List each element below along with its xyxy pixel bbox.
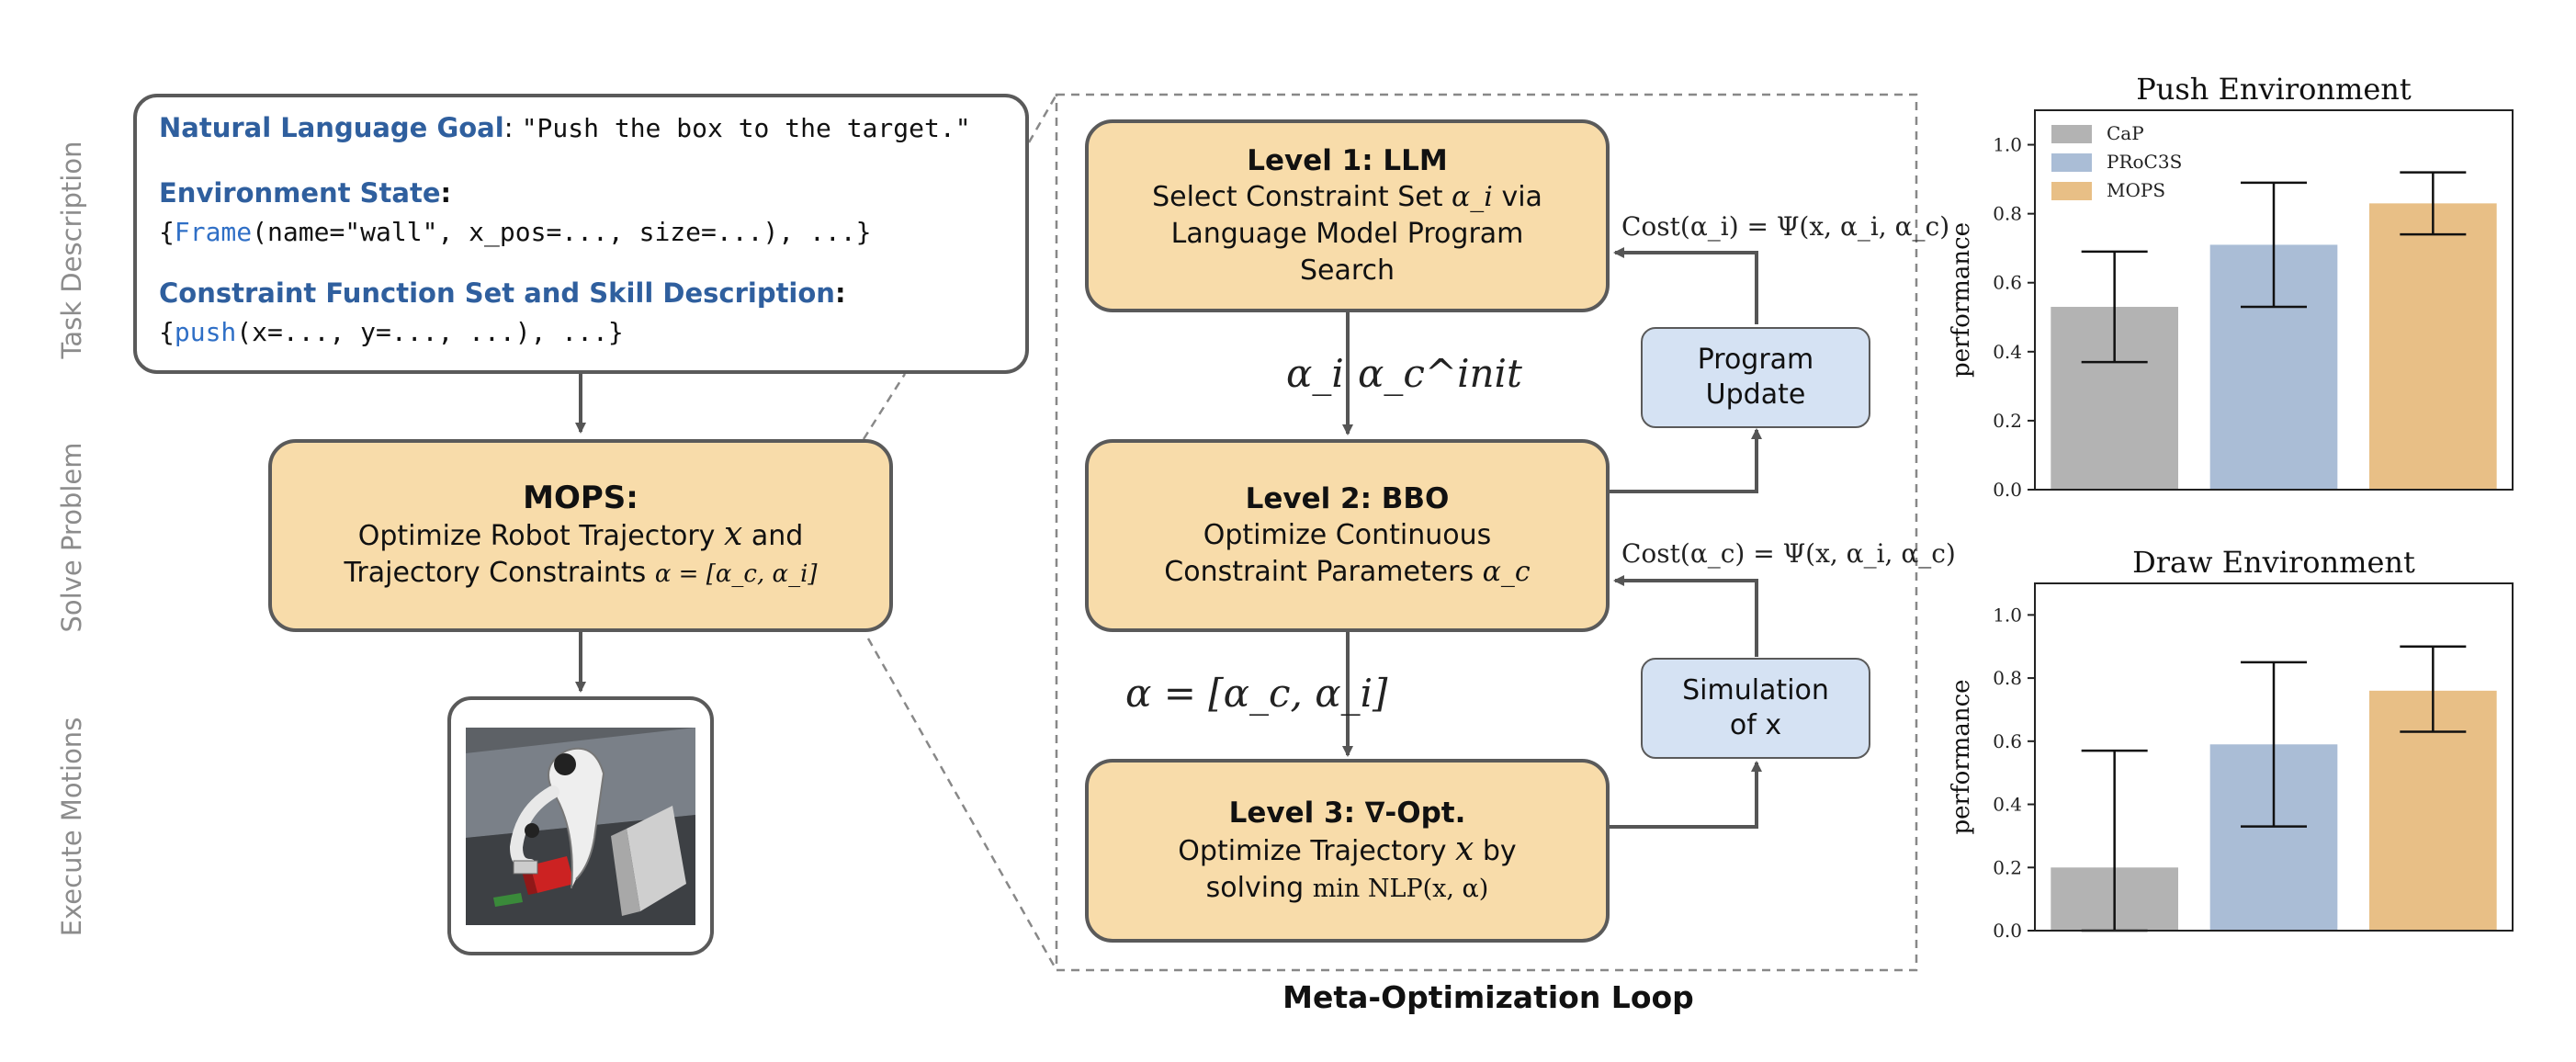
level1-line2: Language Model Program bbox=[1170, 218, 1524, 250]
y-tick-label: 0.8 bbox=[1993, 203, 2022, 225]
y-tick-label: 0.4 bbox=[1993, 794, 2022, 816]
chart-frame bbox=[2034, 109, 2514, 491]
goal-row: Natural Language Goal: "Push the box to … bbox=[159, 112, 971, 143]
y-tick-label: 0.6 bbox=[1993, 272, 2022, 294]
zoom-line-top bbox=[1027, 94, 1058, 143]
arrow-program-update-to-l1 bbox=[1613, 247, 1758, 324]
arrow-label-alpha-c-init: α_c^init bbox=[1358, 351, 1522, 396]
cost-label-top: Cost(α_i) = Ψ(x, α_i, α_c) bbox=[1621, 211, 1950, 242]
y-tick-label: 0.8 bbox=[1993, 667, 2022, 689]
level3-box: Level 3: ∇-Opt. Optimize Trajectory x by… bbox=[1085, 759, 1610, 943]
y-tick-label: 0.0 bbox=[1993, 920, 2022, 942]
level3-title: Level 3: ∇-Opt. bbox=[1228, 796, 1466, 830]
y-tick-label: 0.0 bbox=[1993, 479, 2022, 501]
chart-title: Draw Environment bbox=[2132, 545, 2415, 580]
goal-value: "Push the box to the target." bbox=[521, 113, 971, 143]
level1-line3: Search bbox=[1299, 254, 1395, 287]
program-update-line1: Program bbox=[1697, 344, 1814, 376]
mops-title: MOPS: bbox=[523, 479, 638, 516]
chart-frame bbox=[2034, 582, 2514, 932]
level1-title: Level 1: LLM bbox=[1247, 144, 1448, 177]
env-keyword: Frame bbox=[174, 217, 253, 247]
legend-swatch bbox=[2051, 125, 2092, 143]
zoom-line-top-inner bbox=[862, 373, 907, 440]
robot-image-frame bbox=[447, 696, 714, 955]
meta-loop-frame bbox=[1055, 93, 1918, 972]
legend-swatch bbox=[2051, 153, 2092, 172]
y-tick-label: 0.2 bbox=[1993, 410, 2022, 432]
simulation-line1: Simulation bbox=[1682, 674, 1829, 706]
legend-label: MOPS bbox=[2107, 179, 2165, 201]
legend-label: CaP bbox=[2107, 122, 2144, 144]
level2-line2: Constraint Parameters α_c bbox=[1164, 556, 1531, 588]
chart-ylabel: performance bbox=[1948, 222, 1975, 378]
mops-box: MOPS: Optimize Robot Trajectory x and Tr… bbox=[268, 439, 893, 632]
arrow-simulation-to-l2 bbox=[1613, 575, 1758, 657]
constraint-keyword: push bbox=[174, 317, 237, 347]
level2-title: Level 2: BBO bbox=[1245, 482, 1450, 515]
meta-loop-caption: Meta-Optimization Loop bbox=[1282, 979, 1694, 1015]
y-tick-label: 0.2 bbox=[1993, 856, 2022, 878]
simulation-line2: of x bbox=[1729, 709, 1782, 741]
y-tick-label: 1.0 bbox=[1993, 134, 2022, 156]
env-label: Environment State bbox=[159, 177, 441, 209]
arrow-label-alpha-i: α_i bbox=[1286, 351, 1344, 396]
level3-line2: solving min NLP(x, α) bbox=[1205, 871, 1489, 904]
constraint-rest: (x=..., y=..., ...), ...} bbox=[236, 317, 624, 347]
zoom-line-bottom bbox=[866, 638, 1058, 971]
chart-ylabel: performance bbox=[1948, 679, 1975, 834]
chart-title: Push Environment bbox=[2136, 72, 2412, 107]
env-label-row: Environment State: bbox=[159, 177, 452, 209]
robot-scene bbox=[466, 728, 695, 925]
mops-line2: Trajectory Constraints α = [α_c, α_i] bbox=[344, 556, 818, 589]
constraint-value: {push(x=..., y=..., ...), ...} bbox=[159, 317, 624, 347]
legend-label: PRoC3S bbox=[2107, 151, 2182, 173]
level1-box: Level 1: LLM Select Constraint Set α_i v… bbox=[1085, 119, 1610, 312]
level2-line1: Optimize Continuous bbox=[1203, 519, 1492, 551]
env-rest: (name="wall", x_pos=..., size=...), ...} bbox=[252, 217, 872, 247]
y-tick-label: 0.4 bbox=[1993, 341, 2022, 363]
env-value: {Frame(name="wall", x_pos=..., size=...)… bbox=[159, 217, 872, 247]
cost-label-mid: Cost(α_c) = Ψ(x, α_i, α_c) bbox=[1621, 538, 1956, 569]
constraint-label-row: Constraint Function Set and Skill Descri… bbox=[159, 277, 846, 309]
arrow-label-alpha: α = [α_c, α_i] bbox=[1125, 671, 1388, 716]
constraint-label: Constraint Function Set and Skill Descri… bbox=[159, 277, 835, 309]
bar-mops bbox=[2369, 203, 2497, 490]
arrow-l2-to-program-update bbox=[1610, 428, 1762, 493]
y-tick-label: 1.0 bbox=[1993, 604, 2022, 626]
mops-line1: Optimize Robot Trajectory x and bbox=[357, 514, 804, 553]
level2-box: Level 2: BBO Optimize Continuous Constra… bbox=[1085, 439, 1610, 632]
level3-line1: Optimize Trajectory x by bbox=[1178, 830, 1517, 868]
level1-line1: Select Constraint Set α_i via bbox=[1152, 181, 1542, 213]
program-update-box: Program Update bbox=[1641, 327, 1870, 428]
arrow-l3-to-simulation bbox=[1610, 761, 1762, 829]
goal-label: Natural Language Goal bbox=[159, 112, 504, 143]
y-tick-label: 0.6 bbox=[1993, 730, 2022, 752]
simulation-box: Simulation of x bbox=[1641, 658, 1870, 759]
task-description-box: Natural Language Goal: "Push the box to … bbox=[133, 94, 1029, 374]
legend-swatch bbox=[2051, 182, 2092, 200]
program-update-line2: Update bbox=[1705, 378, 1806, 411]
charts: Push Environment performance 0.0 0.2 0.4 0.6 0… bbox=[1948, 72, 2514, 942]
